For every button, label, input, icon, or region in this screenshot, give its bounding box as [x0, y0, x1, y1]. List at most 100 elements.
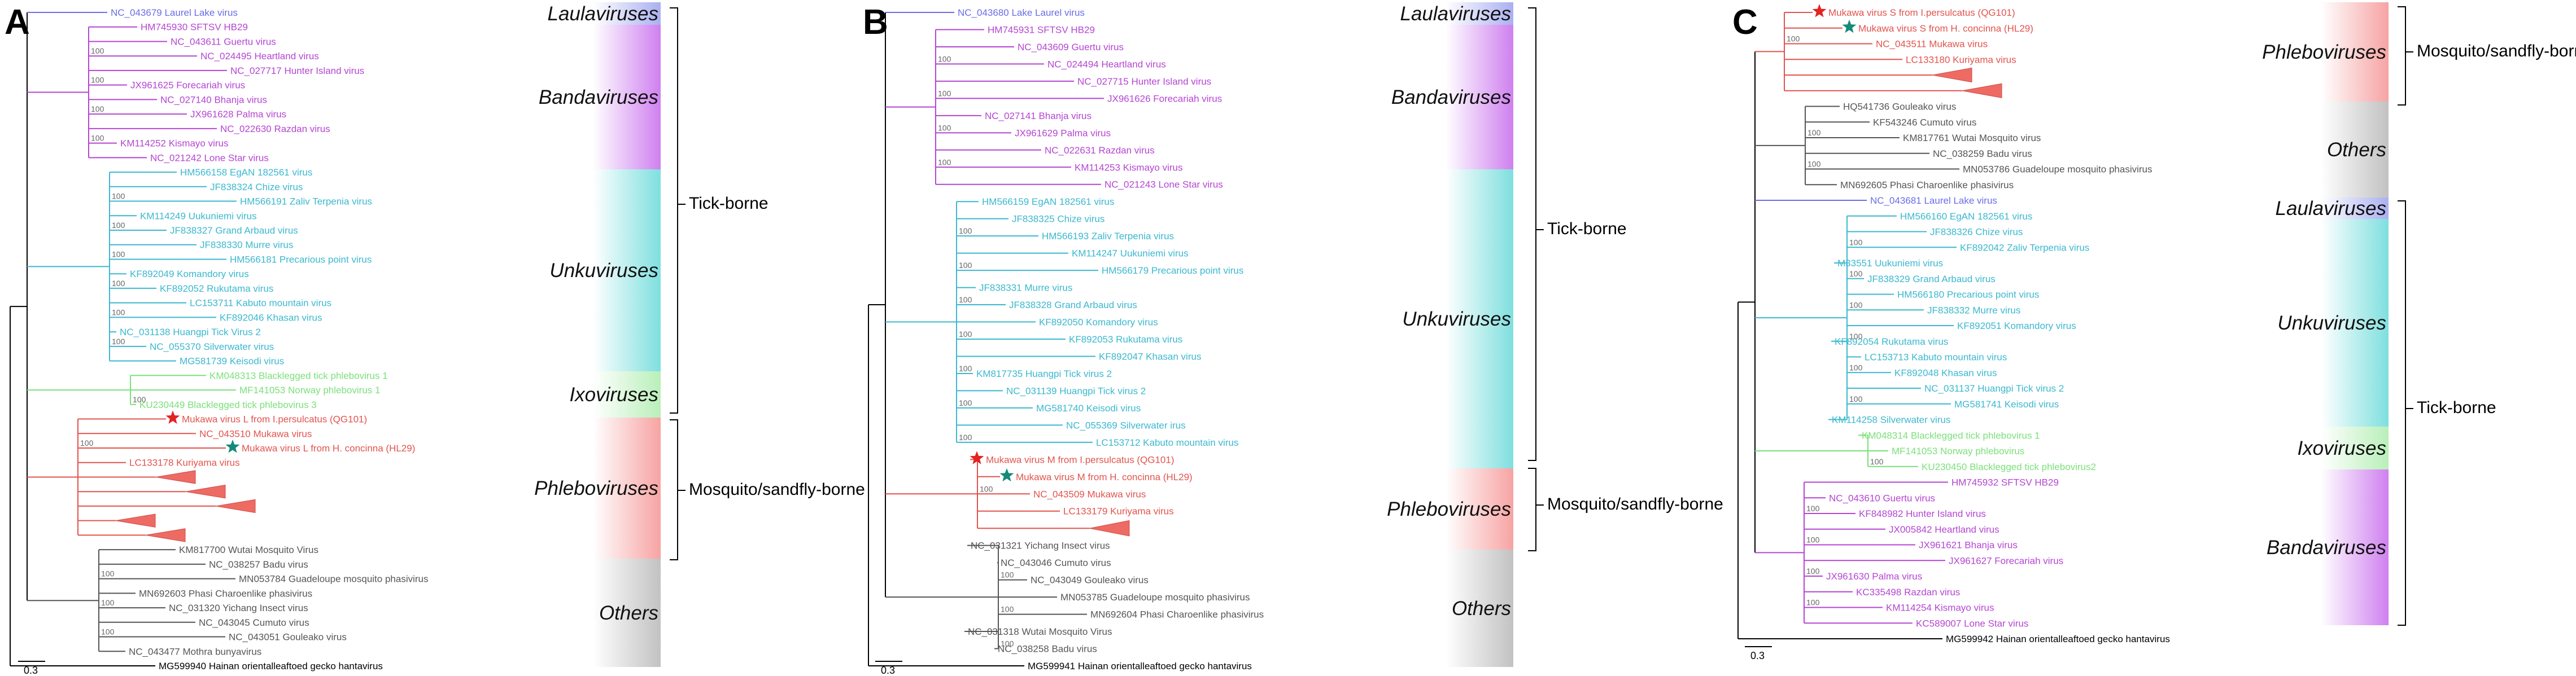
tip-label: LC133178 Kuriyama virus: [129, 458, 240, 468]
branches: [1737, 12, 2002, 639]
group-bracket: [2398, 6, 2406, 106]
tip-label: Mukawa virus S from I.persulcatus (QG101…: [1828, 7, 2015, 18]
tip-label: Mukawa virus L from I.persulcatus (QG101…: [182, 414, 367, 425]
tip-label: NC_021243 Lone Star virus: [1104, 179, 1223, 190]
tip-label: NC_022631 Razdan virus: [1045, 145, 1155, 156]
star-marker: [1842, 19, 1857, 33]
clade-band-ixovirus: [2321, 427, 2389, 469]
panel-letter: C: [1732, 3, 1758, 42]
tip-label: NC_024495 Heartland virus: [200, 51, 319, 62]
tip-label: MG581739 Keisodi virus: [180, 356, 284, 367]
clade-label-unkuvirus: Unkuviruses: [549, 260, 658, 282]
support-value: 100: [1807, 160, 1821, 169]
tip-label: MN053785 Guadeloupe mosquito phasivirus: [1060, 592, 1250, 603]
tip-label: HM566180 Precarious point virus: [1897, 289, 2039, 300]
support-value: 100: [938, 123, 951, 132]
tip-label: NC_021242 Lone Star virus: [150, 152, 269, 163]
tip-label: NC_043679 Laurel Lake virus: [111, 7, 238, 18]
tip-label: NC_043610 Guertu virus: [1829, 493, 1935, 503]
tip-label: HQ541736 Gouleako virus: [1843, 102, 1956, 112]
support-value: 100: [1806, 504, 1820, 513]
scale-bar: 0.3: [18, 661, 45, 676]
clade-band-laulavirus: [1446, 2, 1513, 25]
support-value: 100: [101, 627, 115, 637]
tip-label: NC_043611 Guertu virus: [171, 36, 276, 47]
group-label: Mosquito/sandfly-borne: [689, 480, 865, 499]
support-value: 100: [112, 308, 125, 317]
tip-label: HM745930 SFTSV HB29: [141, 22, 248, 33]
tip-label: Mukawa virus L from H. concinna (HL29): [242, 443, 415, 454]
tip-label: JX961625 Forecariah virus: [130, 80, 245, 91]
support-value: 100: [959, 364, 972, 373]
group-label: Mosquito/sandfly-borne: [2417, 42, 2576, 60]
support-value: 100: [1001, 639, 1014, 648]
tip-label: LC153712 Kabuto mountain virus: [1096, 437, 1238, 448]
clade-band-unkuvirus: [2321, 219, 2389, 427]
collapsed-clade: [1962, 83, 2002, 98]
tip-label: MN692603 Phasi Charoenlike phasivirus: [139, 588, 312, 599]
tip-label: Mukawa virus M from I.persulcatus (QG101…: [986, 454, 1174, 465]
tip-label: M33551 Uukuniemi virus: [1837, 258, 1943, 269]
tip-label: KF892046 Khasan virus: [220, 312, 322, 323]
support-value: 100: [1849, 238, 1863, 247]
tree-b: B LaulavirusesBandavirusesUnkuvirusesPhl…: [863, 2, 1723, 676]
clade-band-phlebovirus: [1446, 468, 1513, 550]
clade-band-bandavirus: [593, 25, 661, 169]
tip-label: JF838332 Murre virus: [1927, 305, 2020, 315]
support-value: 100: [1806, 567, 1820, 576]
support-value: 100: [1001, 570, 1014, 580]
tip-label: MG581741 Keisodi virus: [1954, 399, 2059, 410]
support-value: 100: [101, 598, 115, 607]
tip-label: NC_038257 Badu virus: [209, 559, 308, 570]
tip-label: KM114247 Uukuniemi virus: [1072, 248, 1189, 259]
tip-label: HM566193 Zaliv Terpenia virus: [1042, 231, 1174, 242]
group-bracket: [1528, 468, 1536, 551]
tip-label: JX961630 Palma virus: [1826, 571, 1922, 582]
tip-label: LC133179 Kuriyama virus: [1063, 506, 1174, 517]
support-value: 100: [1807, 128, 1821, 137]
support-value: 100: [1806, 535, 1820, 545]
clade-label-unkuvirus: Unkuviruses: [2277, 312, 2386, 334]
tip-label: NC_043051 Gouleako virus: [229, 632, 347, 643]
tip-label: NC_043681 Laurel Lake virus: [1870, 195, 1997, 206]
branches: [868, 12, 1130, 666]
support-value: 100: [959, 433, 972, 442]
tip-label: HM566160 EgAN 182561 virus: [1900, 211, 2032, 222]
tip-label: KF892047 Khasan virus: [1099, 351, 1201, 362]
tip-label: NC_055369 Silverwater irus: [1066, 420, 1186, 431]
tip-label: KF892042 Zaliv Terpenia virus: [1960, 242, 2089, 253]
tip-label: HM745931 SFTSV HB29: [988, 24, 1095, 35]
tip-label: JX005842 Heartland virus: [1889, 524, 1999, 535]
group-label: Tick-borne: [2417, 398, 2496, 417]
tip-label: JX961628 Palma virus: [190, 109, 286, 120]
clade-label-laulavirus: Laulaviruses: [2276, 197, 2387, 220]
clade-band-others: [2321, 102, 2389, 197]
clade-label-others: Others: [599, 602, 658, 624]
clade-label-bandavirus: Bandaviruses: [539, 86, 658, 108]
support-value: 100: [1849, 394, 1863, 403]
tip-label: KM114254 Kismayo virus: [1886, 603, 1994, 613]
tip-label: NC_031138 Huangpi Tick Virus 2: [120, 327, 261, 337]
tip-label: KM114253 Kismayo virus: [1075, 162, 1183, 173]
tip-label: Mukawa virus S from H. concinna (HL29): [1858, 23, 2033, 34]
clade-label-others: Others: [1452, 598, 1511, 620]
support-value: 100: [112, 192, 125, 201]
clade-band-phlebovirus: [593, 418, 661, 559]
tip-label: NC_043477 Mothra bunyavirus: [129, 646, 261, 657]
panel-letter: B: [863, 3, 888, 42]
scale-label: 0.3: [24, 665, 38, 676]
tip-label: NC_031139 Huangpi Tick virus 2: [1006, 385, 1146, 396]
tip-label: KU230449 Blacklegged tick phlebovirus 3: [139, 400, 317, 410]
clade-label-phlebovirus: Phleboviruses: [1387, 498, 1511, 520]
tip-label: KF892048 Khasan virus: [1894, 367, 1997, 378]
tip-label: MN053786 Guadeloupe mosquito phasivirus: [1963, 164, 2152, 175]
branches: [10, 12, 256, 666]
tip-label: KF848982 Hunter Island virus: [1859, 508, 1986, 519]
clade-label-others: Others: [2327, 139, 2386, 161]
collapsed-clade: [1932, 67, 1972, 83]
clade-label-phlebovirus: Phleboviruses: [534, 477, 658, 499]
tip-label: NC_043680 Lake Laurel virus: [958, 7, 1085, 18]
tip-label: HM566179 Precarious point virus: [1102, 265, 1243, 276]
tip-label: MN692604 Phasi Charoenlike phasivirus: [1090, 609, 1264, 620]
